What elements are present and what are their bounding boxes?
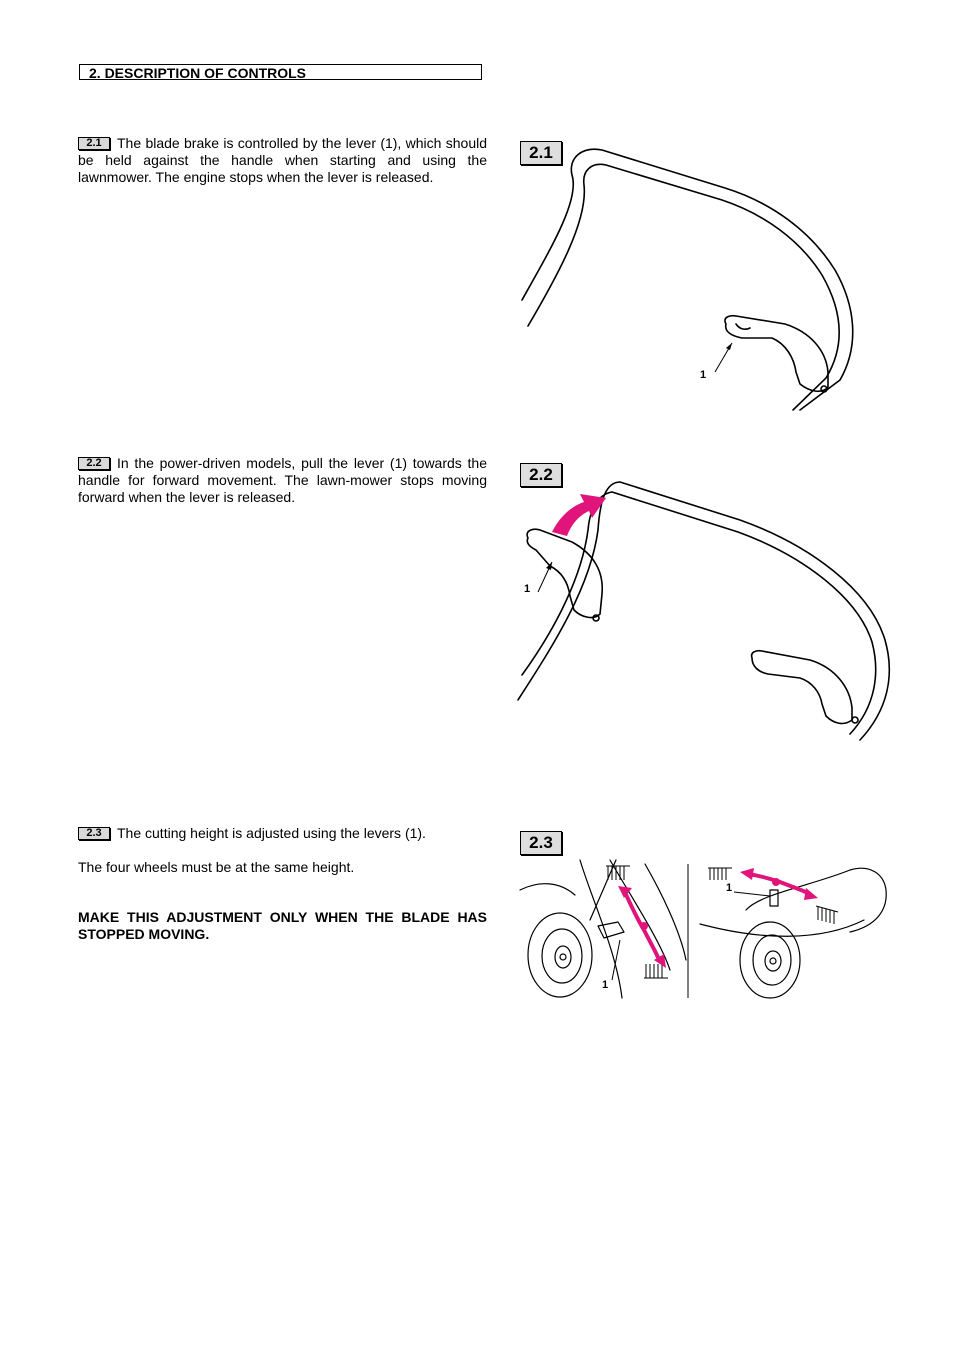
paragraph-text: The cutting height is adjusted using the… (117, 825, 426, 841)
pull-arrow-icon (552, 494, 606, 536)
figure-2-2-handle-illustration: 1 (517, 481, 891, 741)
section-title: 2. DESCRIPTION OF CONTROLS (79, 64, 482, 81)
paragraph-2-3: 2.3 The cutting height is adjusted using … (78, 825, 487, 842)
paragraph-text: In the power-driven models, pull the lev… (78, 455, 487, 505)
item-tag: 2.3 (78, 827, 110, 840)
wheel-height-note: The four wheels must be at the same heig… (78, 859, 355, 875)
item-tag: 2.1 (78, 137, 110, 150)
figure-label-2-1: 2.1 (520, 141, 562, 165)
figure-label-2-3: 2.3 (520, 831, 562, 855)
figure-label-2-2: 2.2 (520, 463, 562, 487)
callout-1: 1 (524, 583, 530, 595)
callout-left-1: 1 (602, 979, 608, 991)
safety-warning: MAKE THIS ADJUSTMENT ONLY WHEN THE BLADE… (78, 909, 487, 942)
callout-right-1: 1 (726, 882, 732, 894)
figure-2-3-wheel-illustration: 1 1 (519, 859, 887, 999)
paragraph-text: The blade brake is controlled by the lev… (78, 135, 487, 185)
item-tag: 2.2 (78, 457, 110, 470)
figure-2-1-handle-illustration: 1 (521, 148, 854, 411)
callout-1: 1 (700, 369, 706, 381)
